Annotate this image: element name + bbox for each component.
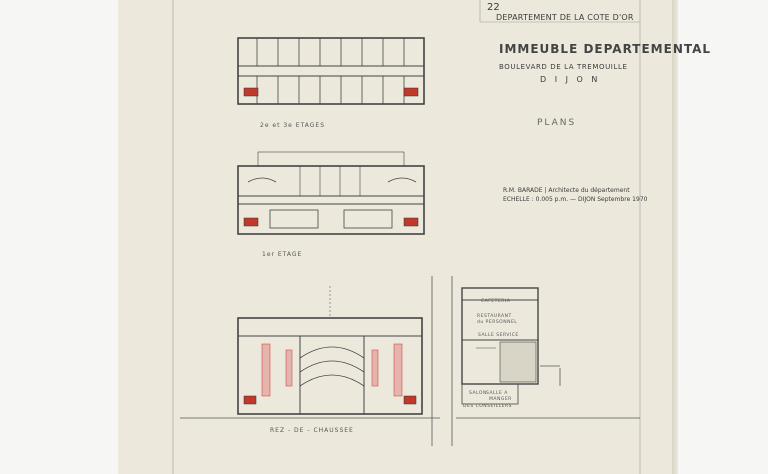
department-heading: DEPARTEMENT DE LA COTE D'OR <box>496 13 634 22</box>
site-lines <box>180 276 640 446</box>
building-title: IMMEUBLE DEPARTEMENTAL <box>499 42 712 56</box>
dining-room-label: SALLE A <box>486 391 508 396</box>
scale-date-line: ECHELLE : 0.005 p.m. — DIJON Septembre 1… <box>503 196 648 203</box>
upper-floors-label: 2e et 3e ETAGES <box>260 122 326 129</box>
restaurant-label: RESTAURANT <box>477 314 512 319</box>
first-floor-label: 1er ETAGE <box>262 251 303 258</box>
service-room-label: SALLE SERVICE <box>478 333 519 338</box>
staff-label: du PERSONNEL <box>477 320 518 325</box>
annex-plan <box>461 287 539 405</box>
plans-heading: PLANS <box>537 118 577 128</box>
sheet-frame <box>172 0 641 474</box>
sheet-number: 22 <box>487 2 500 13</box>
ground-floor-plan <box>237 286 423 415</box>
first-floor-plan <box>237 151 425 235</box>
cafeteria-label: CAFETERIA <box>481 299 511 304</box>
architect-credit: R.M. BARADE | Architecte du département <box>503 187 630 194</box>
sheet-edge <box>672 0 678 474</box>
salon-label: SALON <box>469 391 487 396</box>
ground-floor-label: REZ - DE - CHAUSSEE <box>270 427 354 434</box>
city-line: D I J O N <box>540 75 601 84</box>
upper-floors-plan <box>237 37 425 105</box>
councillors-label: DES CONSEILLERS <box>463 404 513 409</box>
address-line: BOULEVARD DE LA TREMOUILLE <box>499 63 628 71</box>
dining-room-label-2: MANGER <box>489 397 512 402</box>
